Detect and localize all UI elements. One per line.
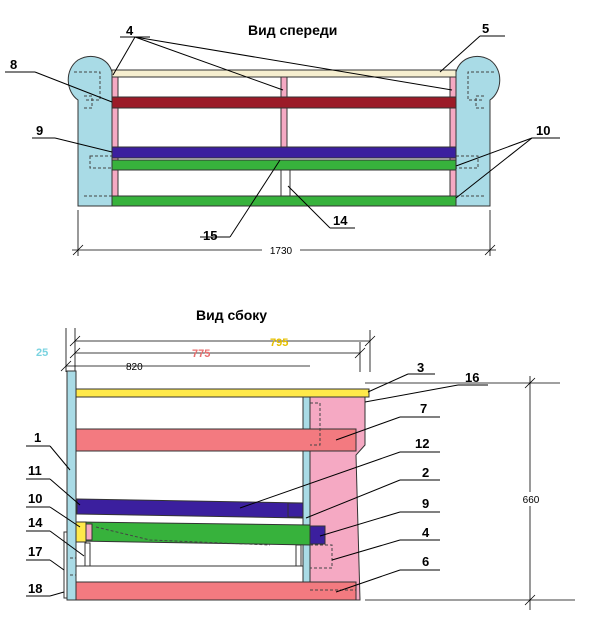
pink-block: [85, 523, 93, 541]
side-label-3: 3: [417, 360, 424, 375]
rail-8: [111, 96, 457, 109]
center-leg-14: [280, 169, 291, 197]
slat-upper: [111, 159, 457, 171]
front-leaders: [5, 35, 560, 238]
front-upright-center: [280, 76, 288, 148]
side-label-2: 2: [422, 465, 429, 480]
side-leaders: [26, 373, 488, 597]
front-width-value: 1730: [270, 246, 293, 257]
front-view-title: Вид спереди: [248, 22, 337, 38]
side-label-16: 16: [465, 370, 479, 385]
hidden-lines-side: [70, 402, 356, 591]
slat-12: [76, 498, 304, 519]
front-label-10: 10: [536, 123, 550, 138]
left-armrest: [67, 56, 113, 207]
front-label-9: 9: [36, 123, 43, 138]
navy-block: [287, 502, 304, 518]
dim-820: 820: [126, 362, 143, 373]
front-label-15: 15: [203, 228, 217, 243]
slat-9: [76, 521, 311, 546]
side-view-title: Вид сбоку: [196, 307, 267, 323]
side-label-7: 7: [420, 401, 427, 416]
side-bracket-17: [63, 531, 68, 599]
dim-775: 775: [192, 348, 210, 360]
side-label-18: 18: [28, 581, 42, 596]
arm-panel-4: [309, 396, 366, 601]
front-label-8: 8: [10, 57, 17, 72]
dim-795: 795: [270, 337, 288, 349]
side-label-12: 12: [415, 436, 429, 451]
rail-6: [75, 581, 357, 601]
side-label-1: 1: [34, 430, 41, 445]
side-label-10: 10: [28, 491, 42, 506]
top-board-5: [111, 69, 457, 78]
side-label-11: 11: [28, 463, 42, 478]
lower-board: [75, 565, 304, 583]
side-top-dimensions: [60, 328, 376, 372]
side-label-17: 17: [28, 544, 42, 559]
side-label-14: 14: [28, 515, 43, 530]
front-label-4: 4: [126, 23, 134, 38]
slat-lower: [111, 195, 457, 207]
side-label-4: 4: [422, 525, 430, 540]
front-width-bg: [262, 243, 300, 257]
back-post-1: [66, 370, 77, 601]
rail-9: [111, 146, 457, 159]
front-label-14: 14: [333, 213, 348, 228]
side-label-9: 9: [422, 496, 429, 511]
front-upright-right: [449, 76, 457, 198]
side-label-6: 6: [422, 554, 429, 569]
rail-7: [75, 428, 357, 452]
front-upright-left: [111, 76, 119, 198]
dim-660: 660: [523, 495, 540, 506]
front-label-5: 5: [482, 21, 489, 36]
height-dim-bg: [518, 492, 544, 506]
dim-25: 25: [36, 347, 48, 359]
front-view: Вид спереди: [5, 21, 560, 257]
side-view: Вид сбоку 25 775 795 820: [26, 307, 575, 610]
right-armrest: [455, 56, 501, 207]
front-post-2: [302, 396, 311, 584]
top-board-3: [75, 388, 370, 398]
